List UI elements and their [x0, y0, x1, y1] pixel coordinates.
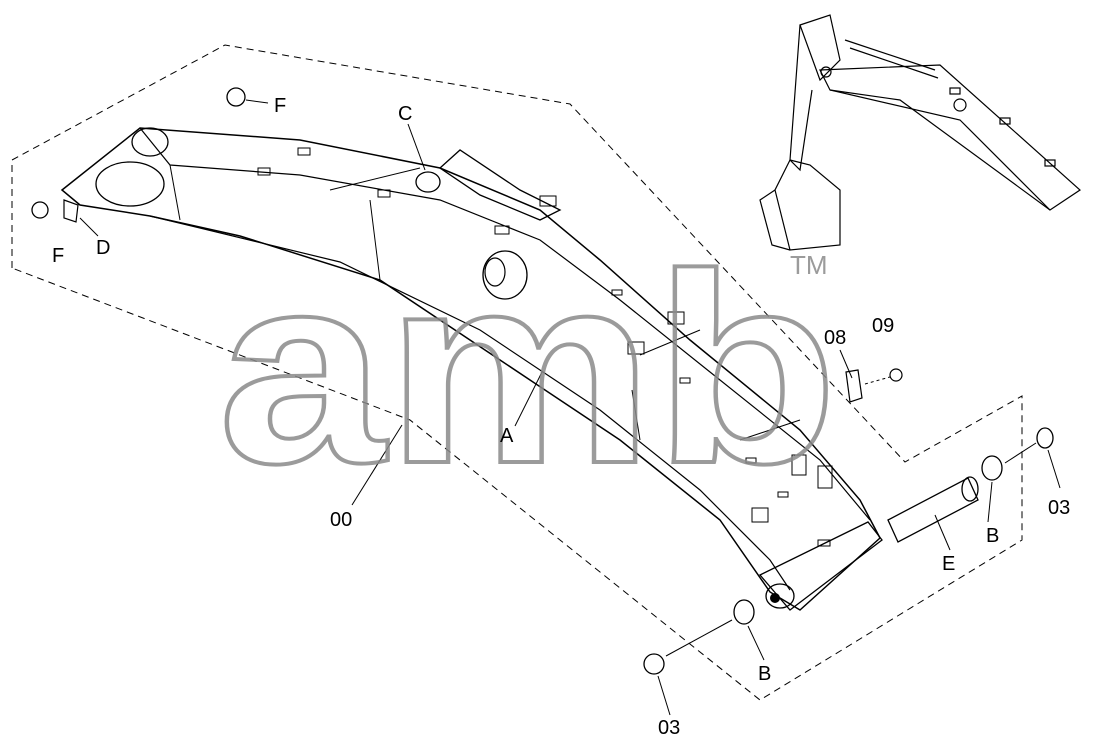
leader-lines — [79, 99, 1061, 716]
part-labels: F F D C A 00 08 09 03 B E B 03 — [52, 95, 1070, 739]
label-f-left: F — [52, 245, 64, 267]
label-e: E — [942, 553, 955, 575]
watermark-text: amb — [218, 219, 838, 520]
label-d: D — [96, 237, 110, 259]
bushing-f-top — [226, 87, 246, 107]
excavator-inset — [759, 14, 1081, 251]
label-09: 09 — [872, 315, 894, 337]
label-a: A — [500, 425, 514, 447]
washer-03-bottom — [643, 653, 665, 675]
watermark: amb TM — [216, 217, 840, 522]
label-f-top: F — [274, 95, 286, 117]
label-c: C — [398, 103, 412, 125]
label-03-bottom: 03 — [658, 717, 680, 739]
bushing-f-left — [31, 201, 49, 219]
shim-d — [63, 199, 79, 223]
parts-layer — [31, 87, 1054, 675]
label-00: 00 — [330, 509, 352, 531]
assembly-boundary-dashed — [11, 44, 1023, 701]
bolt-09 — [889, 368, 903, 382]
plate-08 — [845, 369, 863, 403]
label-03-right: 03 — [1048, 497, 1070, 519]
pin-c — [415, 171, 441, 193]
pin-e — [887, 477, 979, 543]
watermark-trademark: TM — [790, 250, 828, 280]
bushing-b-bottom — [733, 599, 755, 625]
label-b-bottom: B — [758, 663, 771, 685]
washer-03-right — [1036, 427, 1054, 449]
bushing-b-right — [981, 455, 1003, 481]
label-b-right: B — [986, 525, 999, 547]
label-08: 08 — [824, 327, 846, 349]
boom-body — [60, 127, 883, 611]
